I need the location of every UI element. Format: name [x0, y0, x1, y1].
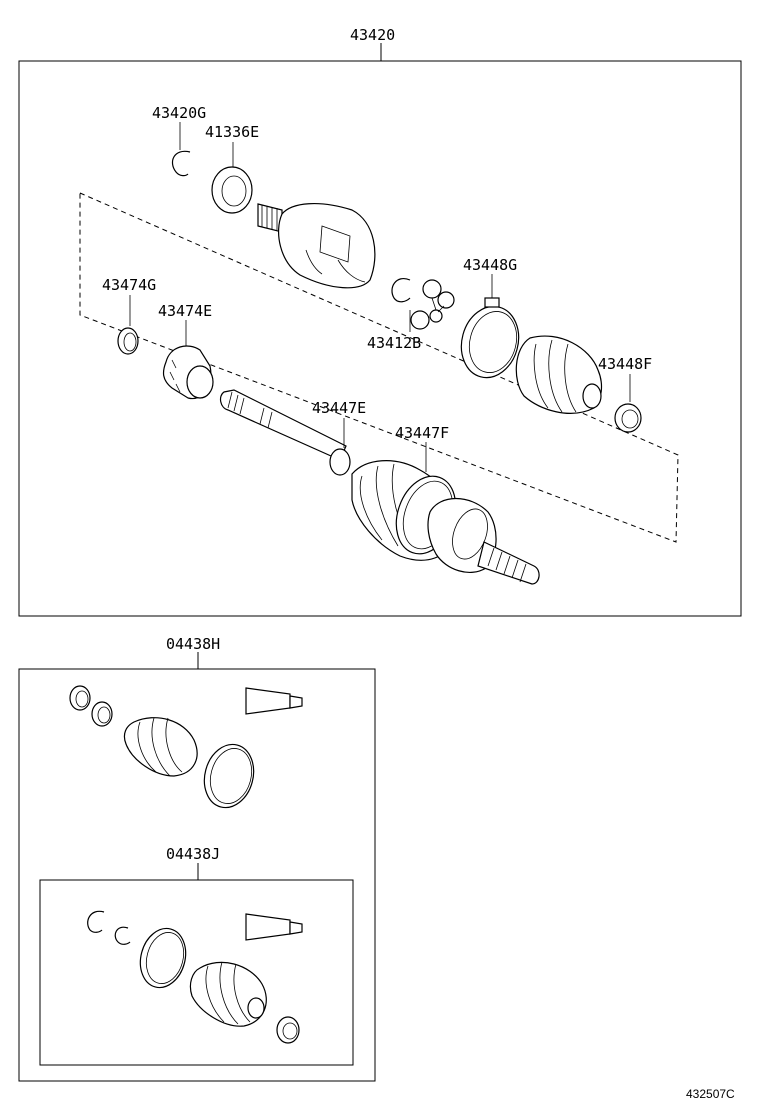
label-43448f: 43448F — [598, 355, 652, 373]
label-43447f: 43447F — [395, 424, 449, 442]
kit-04438h-label: 04438H — [166, 635, 220, 653]
label-43412b: 43412B — [367, 334, 421, 352]
kit-04438j-frame — [39, 879, 354, 1066]
kit-j-clamp-small-inner — [282, 1022, 298, 1040]
outer-cv-joint — [427, 498, 540, 585]
boot-clamp-43448g-buckle — [484, 297, 500, 308]
boot-clamp-43448g-inner — [468, 311, 518, 373]
assembly-frame — [18, 60, 742, 617]
bearing-41336e — [211, 166, 253, 214]
kit-h-clamp-small-1-inner — [75, 690, 89, 708]
kit-04438j-label: 04438J — [166, 845, 220, 863]
tone-ring-43474e — [162, 345, 214, 400]
clamp-43474g-inner — [123, 332, 137, 352]
tripod-joint — [410, 279, 455, 330]
kit-j-boot-clamp-inner — [145, 932, 185, 984]
clamp-43447e — [329, 448, 351, 476]
kit-h-boot — [123, 717, 198, 777]
label-43474g: 43474G — [102, 276, 156, 294]
label-43447e: 43447E — [312, 399, 366, 417]
reference-code: 432507C — [686, 1087, 735, 1101]
kit-h-boot-clamp-inner — [209, 748, 253, 804]
kit-j-snap-ring-1 — [87, 910, 105, 933]
kit-h-grease-tube — [245, 687, 303, 715]
kit-j-clamp-small — [276, 1016, 300, 1044]
bearing-41336e-inner — [221, 175, 247, 207]
inner-cv-housing — [257, 203, 376, 289]
assembly-label: 43420 — [350, 26, 395, 44]
inner-boot — [515, 335, 603, 414]
label-43448g: 43448G — [463, 256, 517, 274]
kit-j-boot — [189, 961, 267, 1027]
snap-ring-43420g — [171, 150, 191, 177]
kit-04438h-frame — [18, 668, 376, 1082]
kit-j-grease-tube — [245, 913, 303, 941]
kit-j-snap-ring-2 — [114, 926, 131, 945]
label-43474e: 43474E — [158, 302, 212, 320]
kit-h-clamp-small-2-inner — [97, 706, 111, 724]
label-41336e: 41336E — [205, 123, 259, 141]
clamp-43448f-inner — [621, 409, 639, 429]
snap-ring-43412b — [391, 278, 411, 303]
clamp-43448f — [614, 403, 642, 433]
label-43420g: 43420G — [152, 104, 206, 122]
